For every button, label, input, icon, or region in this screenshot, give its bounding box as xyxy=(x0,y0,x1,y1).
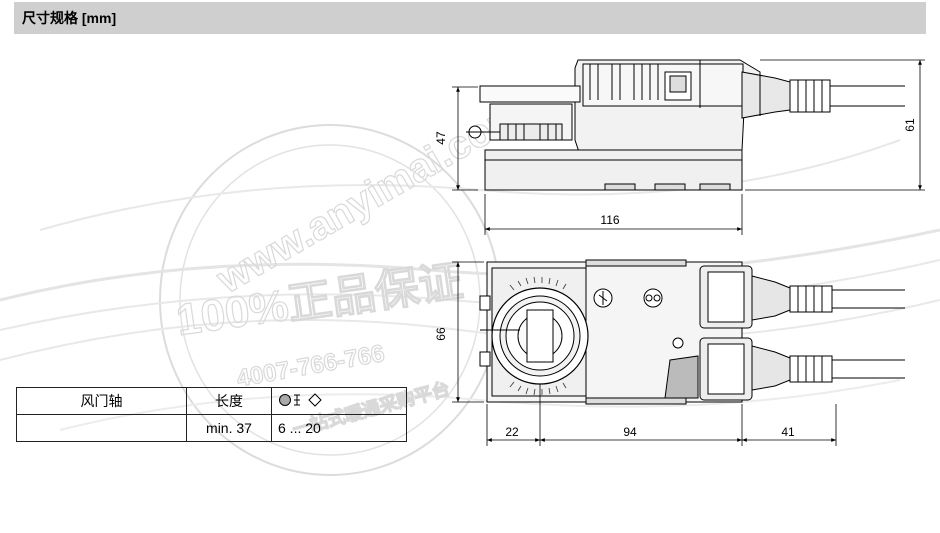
dim-66-label: 66 xyxy=(434,327,448,341)
watermark-phone: 4007-766-766 xyxy=(235,340,387,393)
dim-61-label: 61 xyxy=(903,118,917,132)
shaft-spec-table: 风门轴 长度 min. 37 6 ... 20 xyxy=(16,387,407,442)
cell-shaft-range: 6 ... 20 xyxy=(271,414,407,442)
dim-47-label: 47 xyxy=(434,131,448,145)
section-title: 尺寸规格 [mm] xyxy=(22,10,117,26)
header-length: 长度 xyxy=(186,387,272,415)
header-damper-shaft: 风门轴 xyxy=(16,387,187,415)
top-dimensions xyxy=(452,261,837,446)
top-view xyxy=(479,259,905,405)
side-dimensions xyxy=(452,59,925,235)
table-row: min. 37 6 ... 20 xyxy=(16,414,407,442)
side-view xyxy=(466,59,905,191)
header-shaft-shape-icons xyxy=(271,387,407,415)
section-header: 尺寸规格 [mm] xyxy=(14,2,926,34)
cell-length: min. 37 xyxy=(186,414,272,442)
table-header-row: 风门轴 长度 xyxy=(16,387,407,415)
dim-41-label: 41 xyxy=(781,425,795,439)
dim-22-label: 22 xyxy=(505,425,519,439)
cell-shaft xyxy=(16,414,187,442)
dim-116-label: 116 xyxy=(600,213,619,227)
shaft-shape-icon xyxy=(279,392,322,407)
dim-94-label: 94 xyxy=(623,425,637,439)
